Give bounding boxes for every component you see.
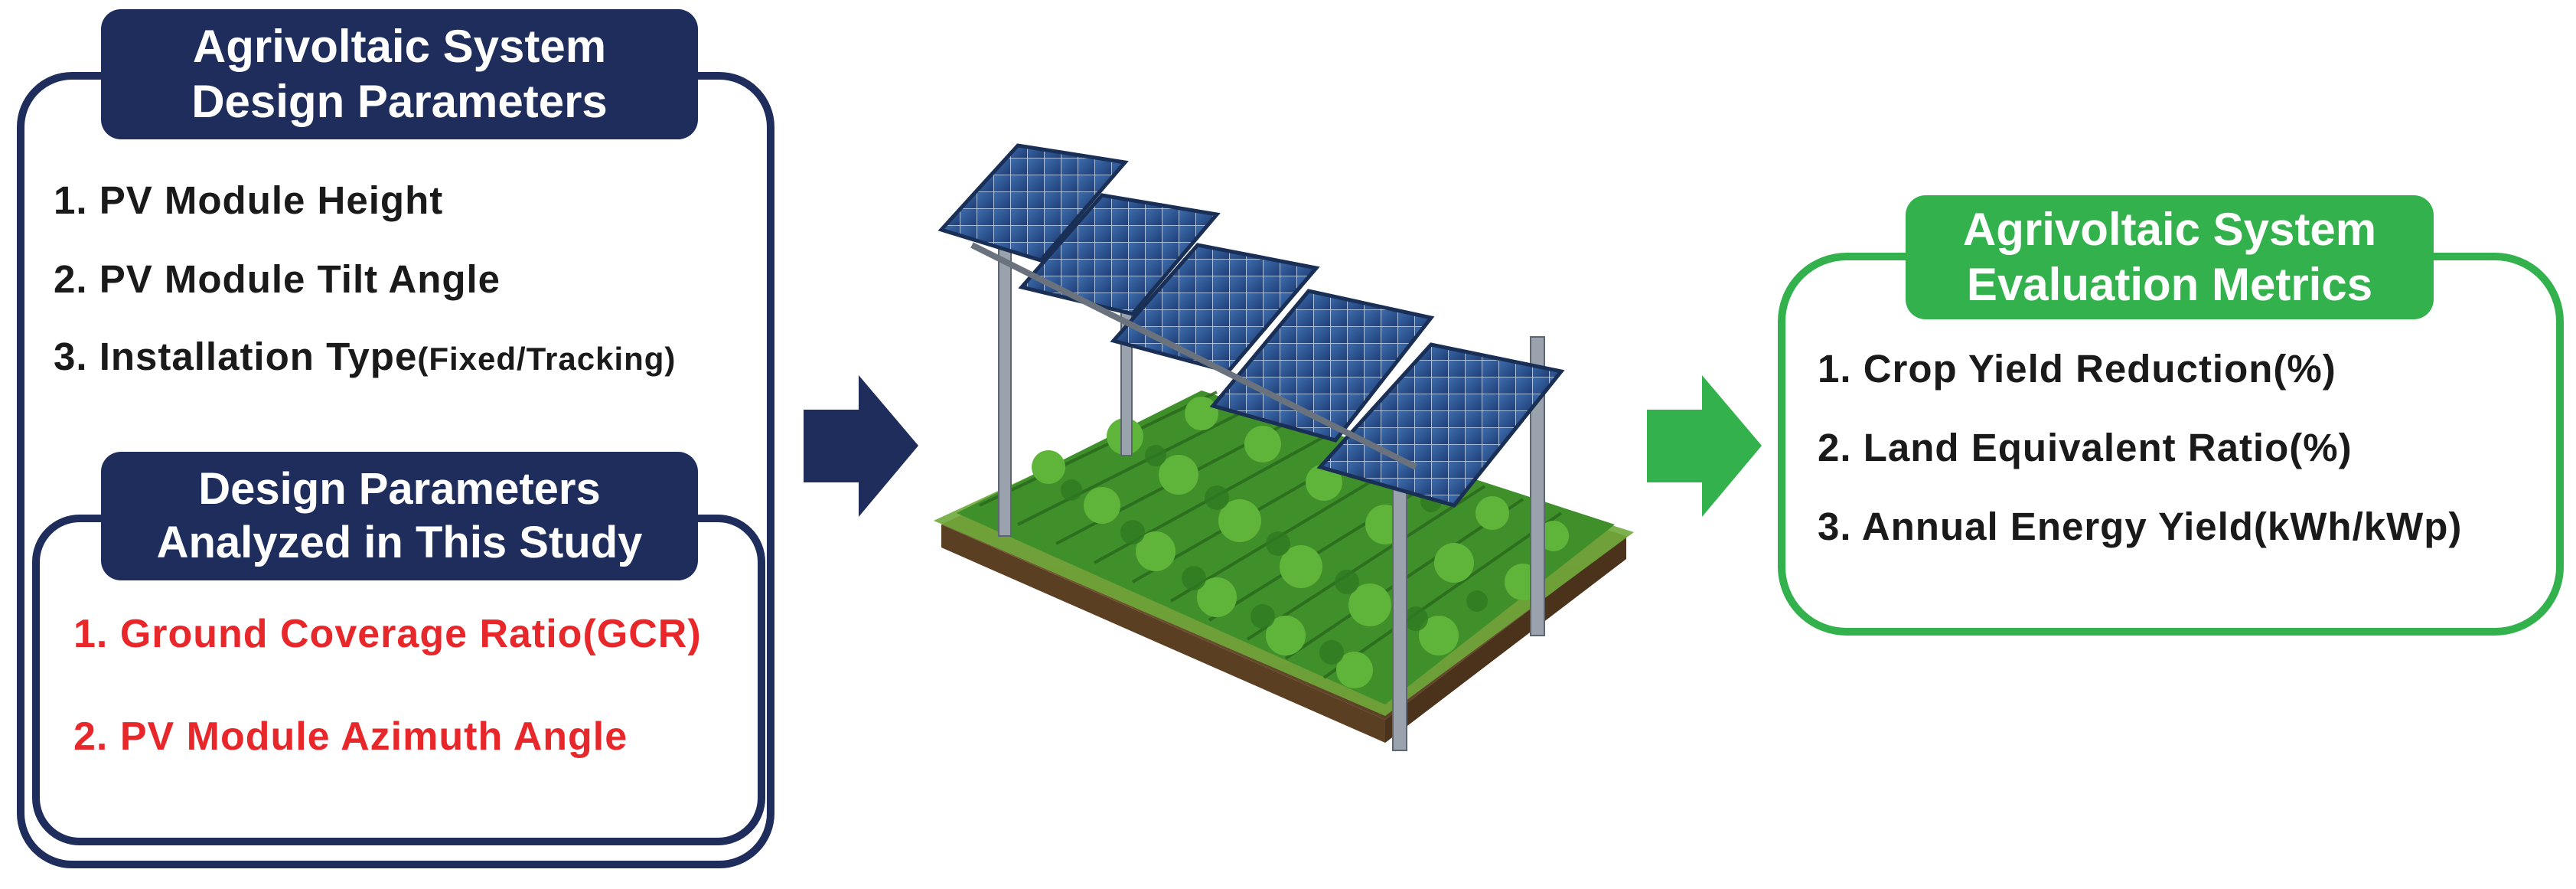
agrivoltaic-solar-panels-over-crops-icon [926, 107, 1638, 789]
design-parameter-item: 2. PV Module Tilt Angle [54, 257, 501, 302]
study-parameter-item: 1. Ground Coverage Ratio(GCR) [73, 611, 702, 657]
design-parameters-title-line1: Agrivoltaic System [101, 19, 698, 74]
study-parameters-title-line1: Design Parameters [101, 462, 698, 516]
evaluation-metric-item: 1. Crop Yield Reduction(%) [1818, 346, 2336, 391]
installation-type-options: (Fixed/Tracking) [417, 341, 676, 377]
evaluation-metric-item: 2. Land Equivalent Ratio(%) [1818, 425, 2353, 470]
evaluation-metric-item: 3. Annual Energy Yield(kWh/kWp) [1818, 504, 2462, 549]
evaluation-metrics-title-line1: Agrivoltaic System [1906, 202, 2434, 257]
design-parameter-item: 3. Installation Type(Fixed/Tracking) [54, 334, 676, 379]
design-parameters-title-line2: Design Parameters [101, 74, 698, 129]
evaluation-metrics-title-line2: Evaluation Metrics [1906, 257, 2434, 312]
design-parameters-title: Agrivoltaic System Design Parameters [101, 9, 698, 139]
evaluation-metrics-title: Agrivoltaic System Evaluation Metrics [1906, 195, 2434, 319]
green-arrow-icon [1647, 375, 1762, 517]
study-parameters-title: Design Parameters Analyzed in This Study [101, 452, 698, 580]
study-parameter-item: 2. PV Module Azimuth Angle [73, 714, 628, 760]
design-parameter-item: 1. PV Module Height [54, 178, 443, 223]
navy-arrow-icon [804, 375, 918, 517]
study-parameters-title-line2: Analyzed in This Study [101, 516, 698, 570]
